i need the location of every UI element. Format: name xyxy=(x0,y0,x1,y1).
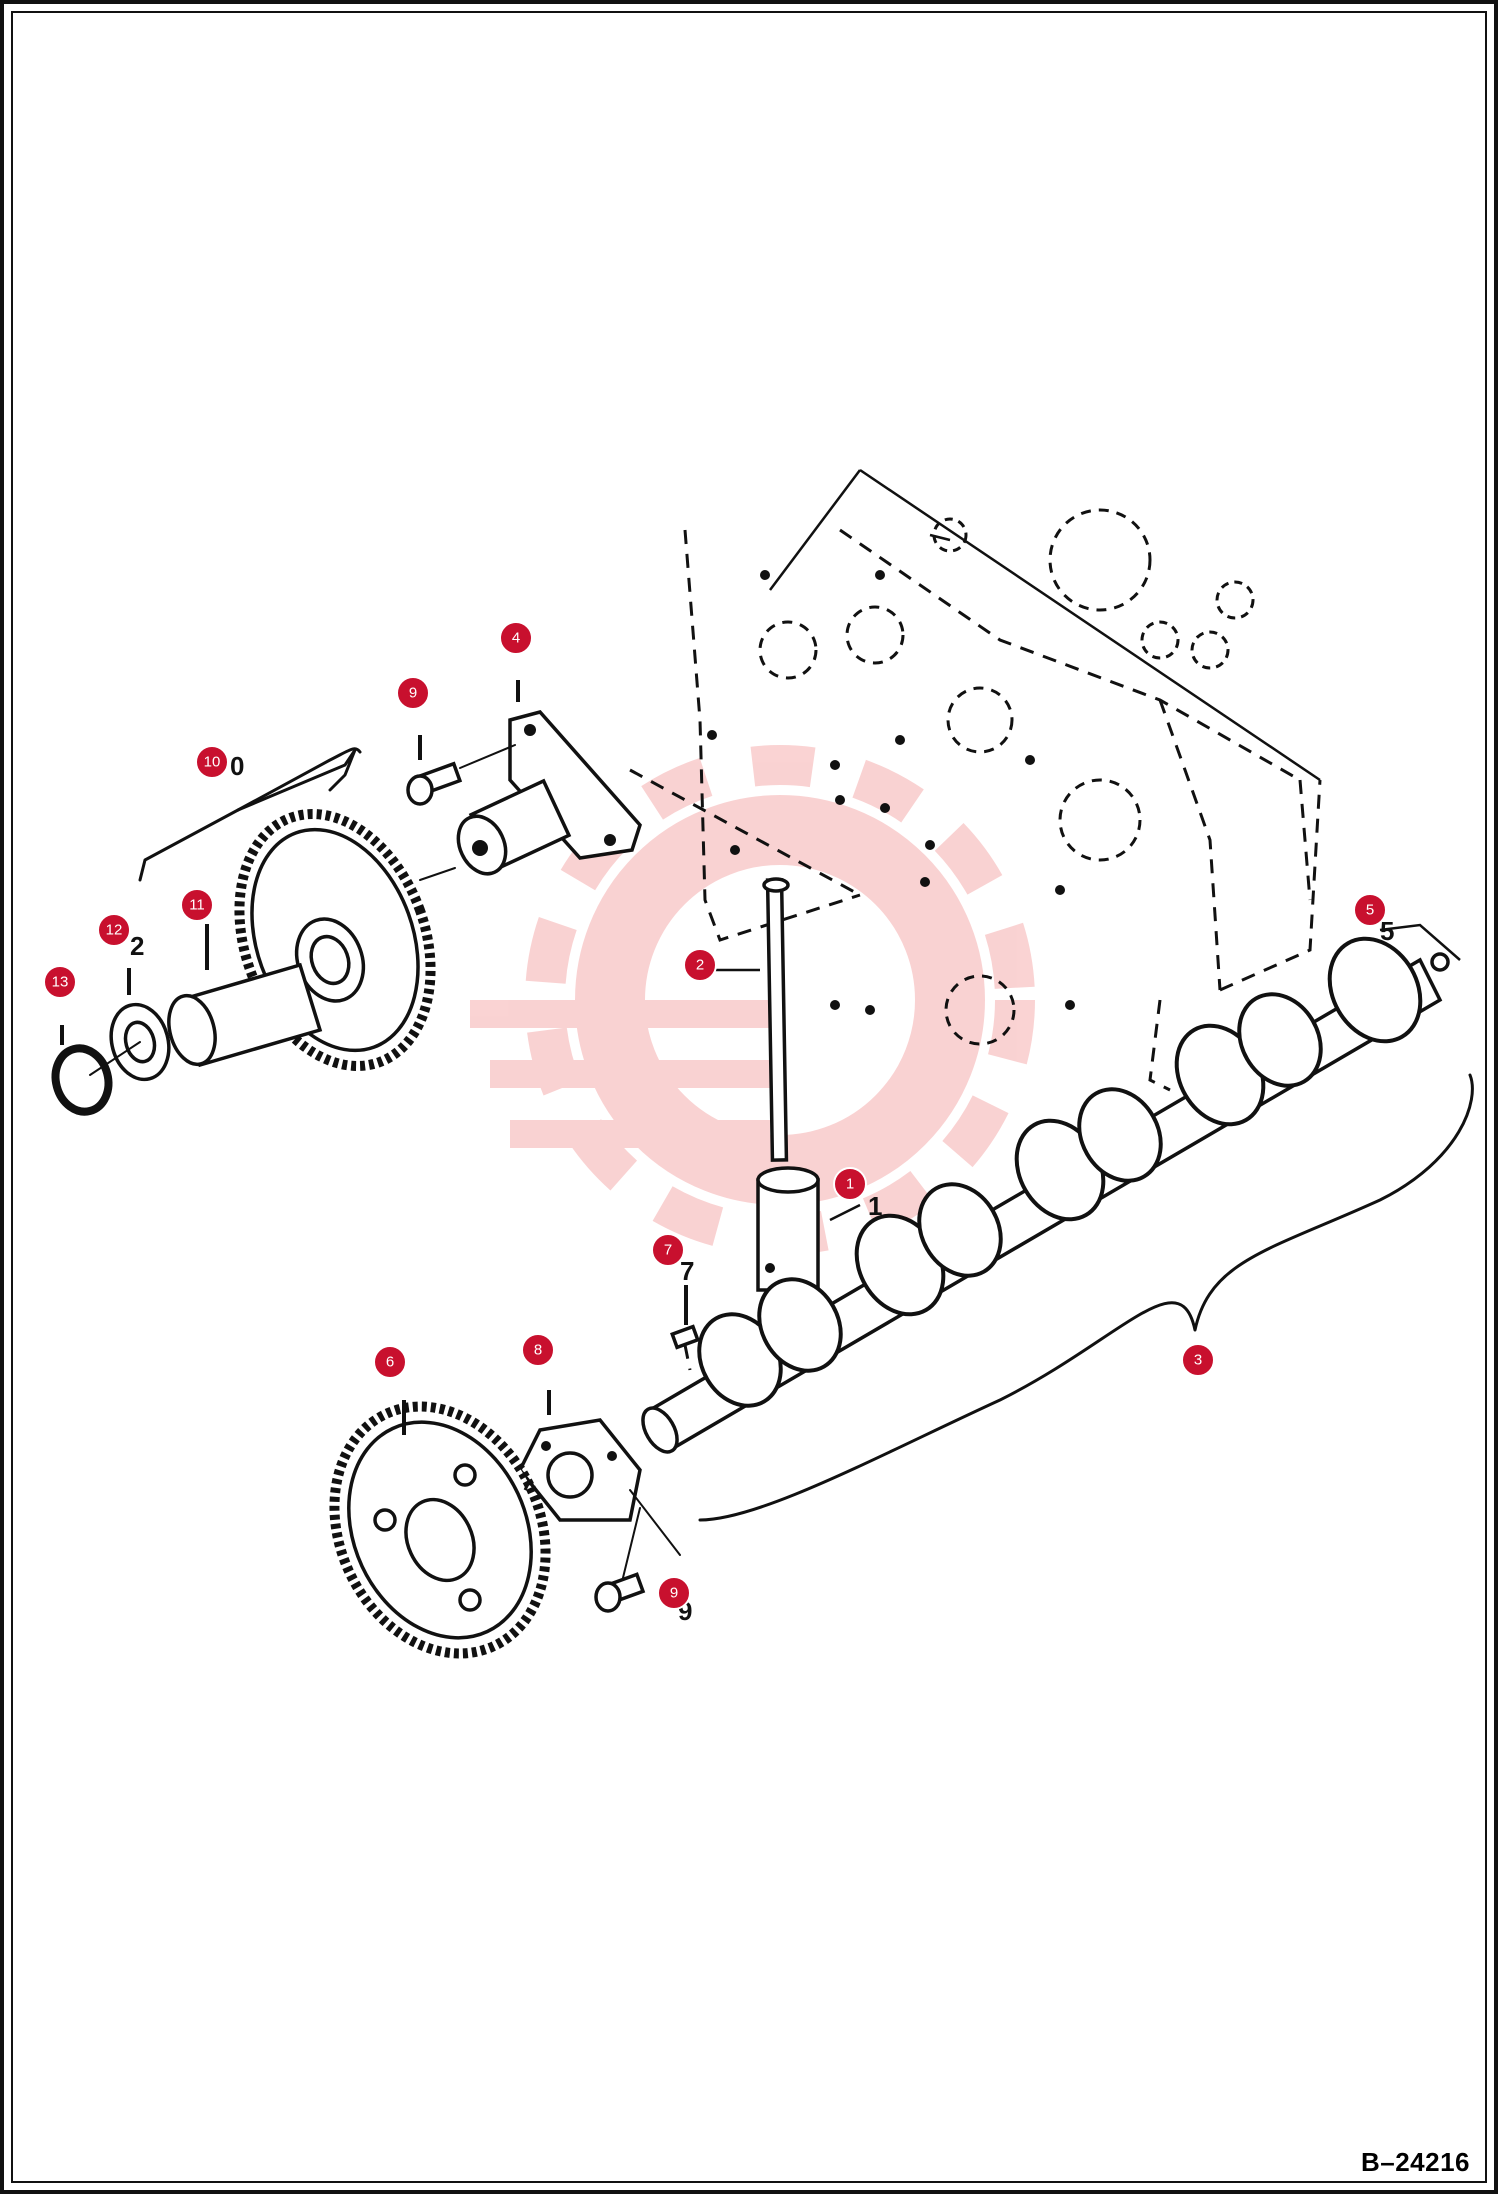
leader-lines xyxy=(60,468,1461,1435)
callout-6[interactable]: 6 xyxy=(373,1345,407,1379)
part-number-5: 5 xyxy=(1380,916,1394,946)
idler-brace xyxy=(138,748,357,882)
svg-text:7: 7 xyxy=(664,1242,672,1259)
part-number-7: 7 xyxy=(680,1256,694,1286)
part-number-12: 2 xyxy=(130,931,144,961)
callout-9-upper[interactable]: 9 xyxy=(396,676,430,710)
svg-text:5: 5 xyxy=(1366,902,1374,919)
snap-ring xyxy=(51,1044,113,1116)
svg-text:9: 9 xyxy=(409,685,417,702)
callout-3[interactable]: 3 xyxy=(1181,1343,1215,1377)
thrust-plate xyxy=(517,1418,642,1522)
svg-text:2: 2 xyxy=(696,957,704,974)
part-number-1: 1 xyxy=(868,1191,882,1221)
callout-2[interactable]: 2 xyxy=(683,948,717,982)
svg-text:8: 8 xyxy=(534,1342,542,1359)
inner-border xyxy=(11,11,1487,2183)
push-rod xyxy=(762,877,790,1162)
woodruff-key xyxy=(670,1324,700,1350)
svg-text:1: 1 xyxy=(846,1176,854,1193)
drawing-reference-code: B–24216 xyxy=(1360,2147,1470,2177)
svg-text:10: 10 xyxy=(204,754,221,771)
camshaft-brace xyxy=(698,1073,1474,1522)
callout-13[interactable]: 13 xyxy=(43,965,77,999)
part-number-10: 0 xyxy=(230,751,244,781)
svg-text:4: 4 xyxy=(512,630,520,647)
callout-5[interactable]: 5 xyxy=(1353,893,1387,927)
callout-11[interactable]: 11 xyxy=(180,888,214,922)
svg-text:11: 11 xyxy=(189,897,205,914)
part-numbers: 1 5 7 9 0 2 xyxy=(130,751,1394,1626)
idler-shaft-housing xyxy=(456,710,642,876)
callout-9-lower[interactable]: 9 xyxy=(657,1576,691,1610)
camshaft xyxy=(641,936,1450,1454)
svg-text:6: 6 xyxy=(386,1354,394,1371)
callout-1[interactable]: 1 xyxy=(833,1167,867,1201)
callout-4[interactable]: 4 xyxy=(499,621,533,655)
callout-7[interactable]: 7 xyxy=(651,1233,685,1267)
tappet xyxy=(756,1166,820,1292)
callout-10[interactable]: 10 xyxy=(195,745,229,779)
cam-gear xyxy=(329,1401,551,1659)
callout-12[interactable]: 12 xyxy=(97,913,131,947)
svg-text:3: 3 xyxy=(1194,1352,1202,1369)
callout-8[interactable]: 8 xyxy=(521,1333,555,1367)
bolt-lower xyxy=(594,1572,646,1613)
svg-text:13: 13 xyxy=(52,974,69,991)
svg-text:9: 9 xyxy=(670,1585,678,1602)
bolt-upper xyxy=(406,761,463,806)
idler-bushing xyxy=(167,962,323,1068)
svg-text:12: 12 xyxy=(106,922,123,939)
